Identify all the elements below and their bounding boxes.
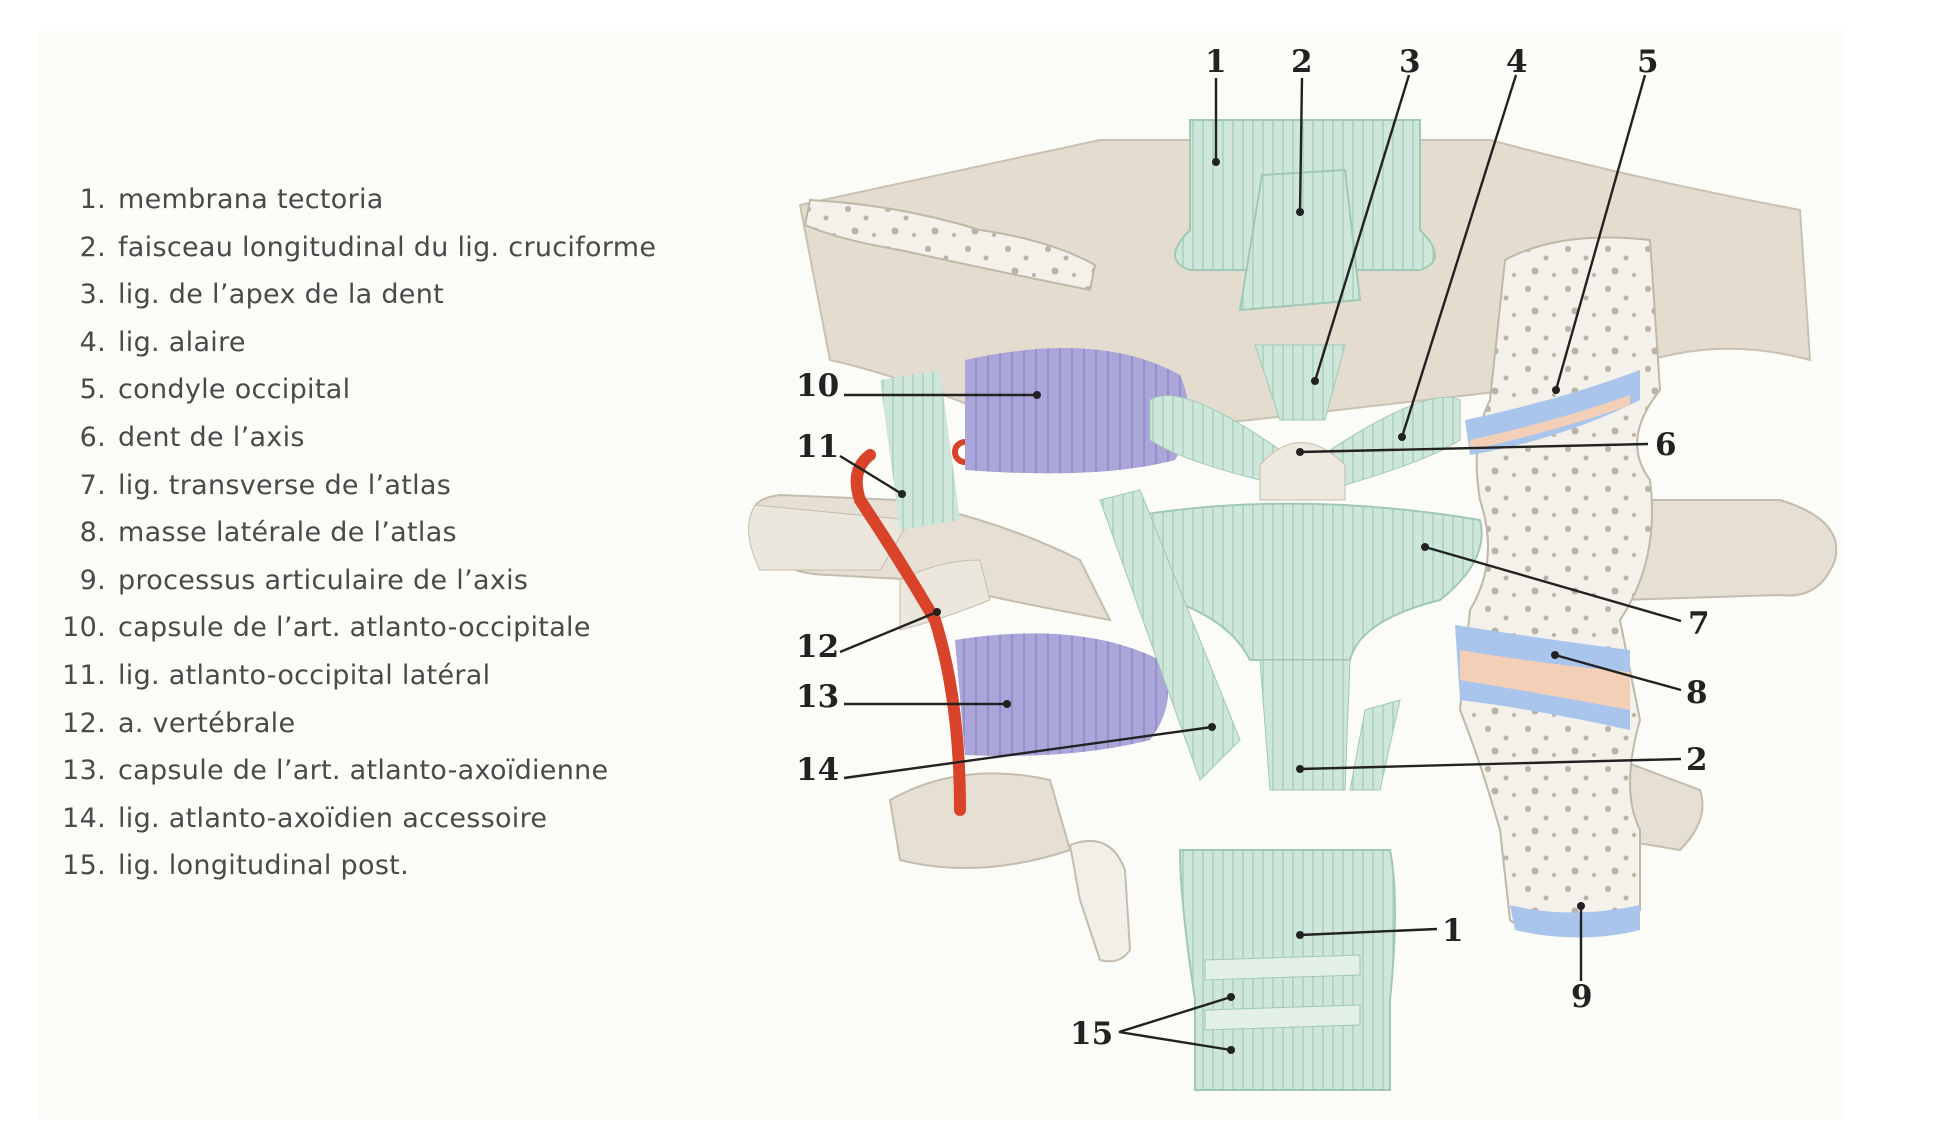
callout-labels: 1 2 3 4 5 10 11 12 13 14 15 6 7 8 2 1 9 bbox=[796, 44, 1710, 1052]
lateral-atlanto-occipital-ligament bbox=[880, 370, 960, 530]
legend-number: 7. bbox=[79, 469, 106, 501]
callout-label: 8 bbox=[1686, 675, 1708, 711]
legend-item: 10. capsule de l’art. atlanto-occipitale bbox=[52, 604, 656, 652]
legend-number: 3. bbox=[79, 279, 106, 311]
legend-item: 8. masse latérale de l’atlas bbox=[52, 509, 656, 557]
callout-label: 2 bbox=[1686, 742, 1708, 778]
callout-label: 5 bbox=[1637, 44, 1659, 80]
legend-text: membrana tectoria bbox=[118, 184, 384, 215]
legend-text: lig. atlanto-occipital latéral bbox=[118, 659, 491, 691]
callout-label: 4 bbox=[1506, 44, 1528, 80]
legend-text: lig. transverse de l’atlas bbox=[118, 469, 452, 501]
legend-item: 7. lig. transverse de l’atlas bbox=[52, 462, 656, 510]
atlanto-axial-capsule bbox=[955, 633, 1168, 756]
dens bbox=[1259, 442, 1346, 501]
legend-text: processus articulaire de l’axis bbox=[118, 564, 529, 596]
legend-text: condyle occipital bbox=[118, 374, 351, 406]
callout-label: 2 bbox=[1291, 44, 1313, 80]
longitudinal-band-upper bbox=[1238, 168, 1362, 312]
callout-label: 1 bbox=[1442, 913, 1464, 949]
legend-item: 13. capsule de l’art. atlanto-axoïdienne bbox=[52, 747, 656, 795]
legend-text: lig. atlanto-axoïdien accessoire bbox=[118, 802, 548, 834]
alar-ligament-right bbox=[1329, 396, 1461, 486]
callout-label: 7 bbox=[1688, 606, 1710, 642]
legend-item: 15. lig. longitudinal post. bbox=[52, 842, 656, 890]
leader-lines bbox=[839, 74, 1682, 1054]
callout-label: 3 bbox=[1399, 44, 1421, 80]
callout-label: 11 bbox=[796, 429, 839, 465]
legend-item: 12. a. vertébrale bbox=[52, 700, 656, 748]
legend-text: capsule de l’art. atlanto-occipitale bbox=[118, 612, 591, 644]
legend-item: 1. membrana tectoria bbox=[52, 176, 656, 224]
legend-item: 4. lig. alaire bbox=[52, 319, 656, 367]
callout-label: 13 bbox=[796, 679, 839, 715]
lateral-mass-column bbox=[1455, 236, 1662, 938]
callout-label: 10 bbox=[796, 368, 839, 404]
legend-number: 10. bbox=[62, 612, 106, 644]
callout-label: 1 bbox=[1205, 44, 1227, 80]
legend-text: lig. longitudinal post. bbox=[118, 850, 409, 882]
callout-label: 15 bbox=[1070, 1016, 1113, 1052]
legend-item: 3. lig. de l’apex de la dent bbox=[52, 271, 656, 319]
callout-label: 9 bbox=[1571, 979, 1593, 1015]
legend-number: 1. bbox=[79, 184, 106, 215]
legend-number: 11. bbox=[62, 659, 106, 691]
legend-item: 2. faisceau longitudinal du lig. crucifor… bbox=[52, 224, 656, 272]
legend-number: 5. bbox=[79, 374, 106, 406]
accessory-ligament bbox=[1099, 489, 1241, 781]
legend-item: 6. dent de l’axis bbox=[52, 414, 656, 462]
legend-text: faisceau longitudinal du lig. cruciforme bbox=[118, 231, 657, 263]
legend-text: lig. de l’apex de la dent bbox=[118, 279, 445, 311]
vertebral-artery bbox=[850, 449, 966, 816]
legend-number: 9. bbox=[79, 564, 106, 596]
legend-number: 12. bbox=[62, 707, 106, 739]
callout-label: 6 bbox=[1655, 427, 1677, 463]
legend-list: 1. membrana tectoria 2. faisceau longitudi… bbox=[52, 176, 656, 890]
callout-label: 12 bbox=[796, 629, 839, 665]
callout-label: 14 bbox=[796, 752, 839, 788]
longitudinal-band-lower bbox=[1259, 659, 1351, 791]
legend-number: 14. bbox=[62, 802, 106, 834]
legend-number: 4. bbox=[79, 326, 106, 358]
legend-text: lig. alaire bbox=[118, 326, 246, 358]
legend-number: 8. bbox=[79, 517, 106, 549]
legend-text: capsule de l’art. atlanto-axoïdienne bbox=[118, 755, 609, 787]
legend-number: 2. bbox=[79, 231, 106, 263]
legend-text: a. vertébrale bbox=[118, 707, 296, 739]
legend-number: 13. bbox=[62, 755, 106, 787]
atlas-right bbox=[1598, 499, 1838, 852]
apical-ligament bbox=[1254, 344, 1346, 421]
legend-item: 14. lig. atlanto-axoïdien accessoire bbox=[52, 795, 656, 843]
legend-text: masse latérale de l’atlas bbox=[118, 517, 457, 549]
legend-item: 11. lig. atlanto-occipital latéral bbox=[52, 652, 656, 700]
legend-item: 9. processus articulaire de l’axis bbox=[52, 557, 656, 605]
legend-number: 6. bbox=[79, 421, 106, 453]
legend-text: dent de l’axis bbox=[118, 421, 305, 453]
atlanto-occipital-capsule bbox=[965, 348, 1189, 474]
legend-item: 5. condyle occipital bbox=[52, 366, 656, 414]
legend-number: 15. bbox=[62, 850, 106, 882]
